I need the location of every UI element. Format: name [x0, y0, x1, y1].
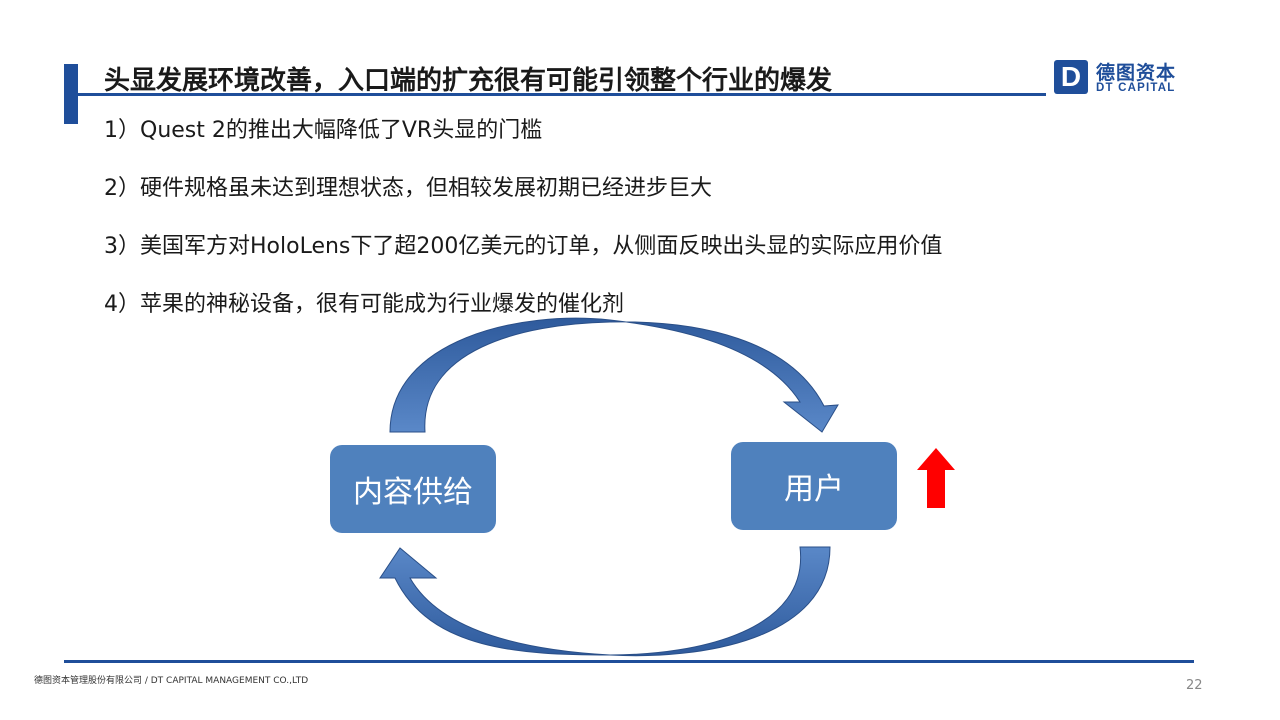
bottom-curved-arrow	[379, 546, 831, 657]
content-supply-box: 内容供给	[330, 445, 496, 533]
logo-chinese-name: 德图资本	[1096, 62, 1177, 84]
title-underline	[78, 93, 1046, 96]
company-logo: D 德图资本 DT CAPITAL	[1054, 60, 1184, 96]
slide-title: 头显发展环境改善，入口端的扩充很有可能引领整个行业的爆发	[104, 66, 833, 96]
top-curved-arrow	[389, 317, 839, 433]
users-box: 用户	[731, 442, 897, 530]
bullet-item: 1）Quest 2的推出大幅降低了VR头显的门槛	[104, 118, 543, 143]
title-accent-bar	[64, 64, 78, 124]
page-number: 22	[1186, 678, 1203, 693]
logo-mark: D	[1054, 60, 1088, 94]
footer-rule	[64, 660, 1194, 663]
bullet-item: 2）硬件规格虽未达到理想状态，但相较发展初期已经进步巨大	[104, 176, 712, 201]
logo-english-name: DT CAPITAL	[1096, 82, 1176, 94]
bullet-item: 3）美国军方对HoloLens下了超200亿美元的订单，从侧面反映出头显的实际应…	[104, 234, 943, 259]
red-up-arrow	[917, 448, 955, 508]
bullet-item: 4）苹果的神秘设备，很有可能成为行业爆发的催化剂	[104, 292, 624, 317]
footer-company: 德图资本管理股份有限公司 / DT CAPITAL MANAGEMENT CO.…	[34, 676, 309, 686]
bullet-list: 1）Quest 2的推出大幅降低了VR头显的门槛 2）硬件规格虽未达到理想状态，…	[104, 114, 942, 346]
